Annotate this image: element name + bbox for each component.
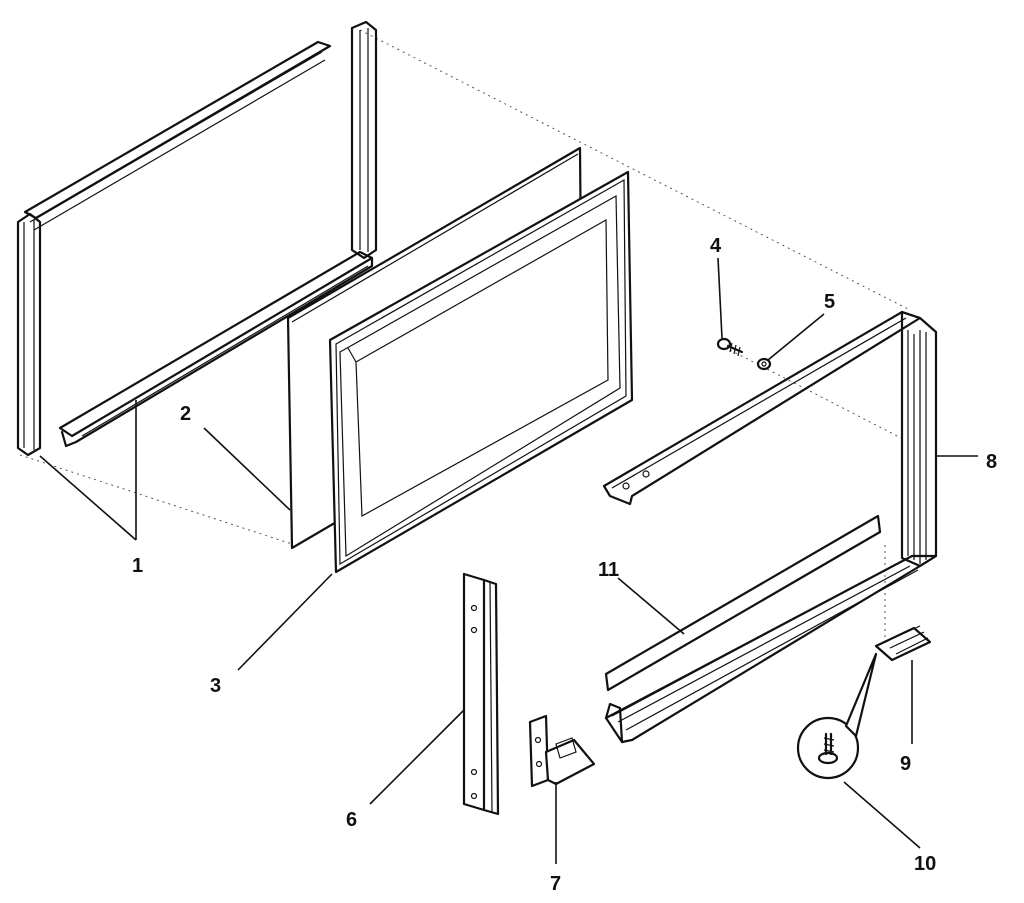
callout-5: 5 xyxy=(824,291,835,313)
part-10-screw-detail xyxy=(796,652,878,780)
callout-3: 3 xyxy=(210,675,221,697)
part-6-vertical-bracket xyxy=(462,572,500,816)
part-4-screw xyxy=(716,337,744,357)
part-7-angle-bracket xyxy=(528,714,596,788)
part-11-strip xyxy=(604,514,882,692)
part-1-door-frame xyxy=(16,20,378,457)
callout-4: 4 xyxy=(710,235,722,257)
callout-2: 2 xyxy=(180,403,191,425)
part-3-door-panel xyxy=(328,170,634,574)
part-8-outer-frame xyxy=(602,310,938,744)
callout-1: 1 xyxy=(132,555,143,577)
alignment-lines xyxy=(19,29,911,640)
part-5-washer xyxy=(756,357,772,371)
callout-10: 10 xyxy=(914,853,936,875)
part-9-clip xyxy=(874,625,932,662)
callout-8: 8 xyxy=(986,451,997,473)
callout-9: 9 xyxy=(900,753,911,775)
callout-6: 6 xyxy=(346,809,357,831)
callout-11: 11 xyxy=(598,559,619,581)
callout-labels: 1 2 3 4 5 6 7 8 9 10 11 xyxy=(132,235,997,895)
leader-lines xyxy=(39,257,978,864)
callout-7: 7 xyxy=(550,873,561,895)
